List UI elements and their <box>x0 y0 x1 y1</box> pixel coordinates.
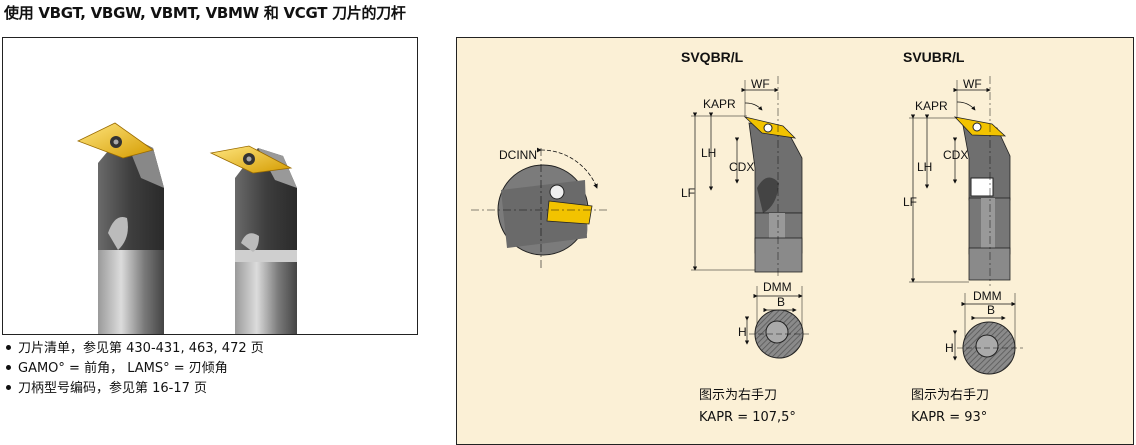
h-label: H <box>738 325 747 339</box>
tool-name: SVQBR/L <box>681 49 744 65</box>
lh-label: LH <box>701 146 716 160</box>
tool-caption: 图示为右手刀 <box>699 388 777 403</box>
tool-name: SVUBR/L <box>903 49 965 65</box>
dmm-label: DMM <box>763 280 792 294</box>
note-item: 刀柄型号编码，参见第 16-17 页 <box>4 379 264 399</box>
page-title: 使用 VBGT, VBGW, VBMT, VBMW 和 VCGT 刀片的刀杆 <box>4 4 406 22</box>
kapr-value: KAPR = 93° <box>911 410 987 425</box>
note-item: GAMO° = 前角， LAMS° = 刃倾角 <box>4 359 264 379</box>
boring-bar-right <box>209 145 297 334</box>
dmm-label: DMM <box>973 289 1002 303</box>
technical-drawing: DCINN SVQBR/L WF KAPR CDX <box>456 37 1134 445</box>
tool-svqbr: SVQBR/L WF KAPR CDX LH LF <box>681 49 809 425</box>
b-label: B <box>987 303 995 317</box>
kapr-label: KAPR <box>915 99 948 113</box>
notes-list: 刀片清单，参见第 430-431, 463, 472 页 GAMO° = 前角，… <box>4 339 264 399</box>
dimension-drawing: DCINN SVQBR/L WF KAPR CDX <box>471 49 1023 425</box>
lf-label: LF <box>681 186 695 200</box>
lf-label: LF <box>903 195 917 209</box>
dcinn-detail: DCINN <box>471 147 607 270</box>
wf-label: WF <box>751 77 770 91</box>
tool-caption: 图示为右手刀 <box>911 388 989 403</box>
b-label: B <box>777 295 785 309</box>
h-label: H <box>945 341 954 355</box>
boring-bar-left <box>76 122 164 334</box>
product-photo <box>2 37 418 335</box>
cdx-label: CDX <box>943 148 968 162</box>
wf-label: WF <box>963 77 982 91</box>
note-item: 刀片清单，参见第 430-431, 463, 472 页 <box>4 339 264 359</box>
boring-bars-illustration <box>76 122 297 334</box>
tool-svubr: SVUBR/L WF KAPR CDX LH LF <box>903 49 1023 425</box>
kapr-value: KAPR = 107,5° <box>699 410 796 425</box>
cdx-label: CDX <box>729 160 754 174</box>
dcinn-label: DCINN <box>499 148 537 162</box>
kapr-label: KAPR <box>703 97 736 111</box>
lh-label: LH <box>917 160 932 174</box>
